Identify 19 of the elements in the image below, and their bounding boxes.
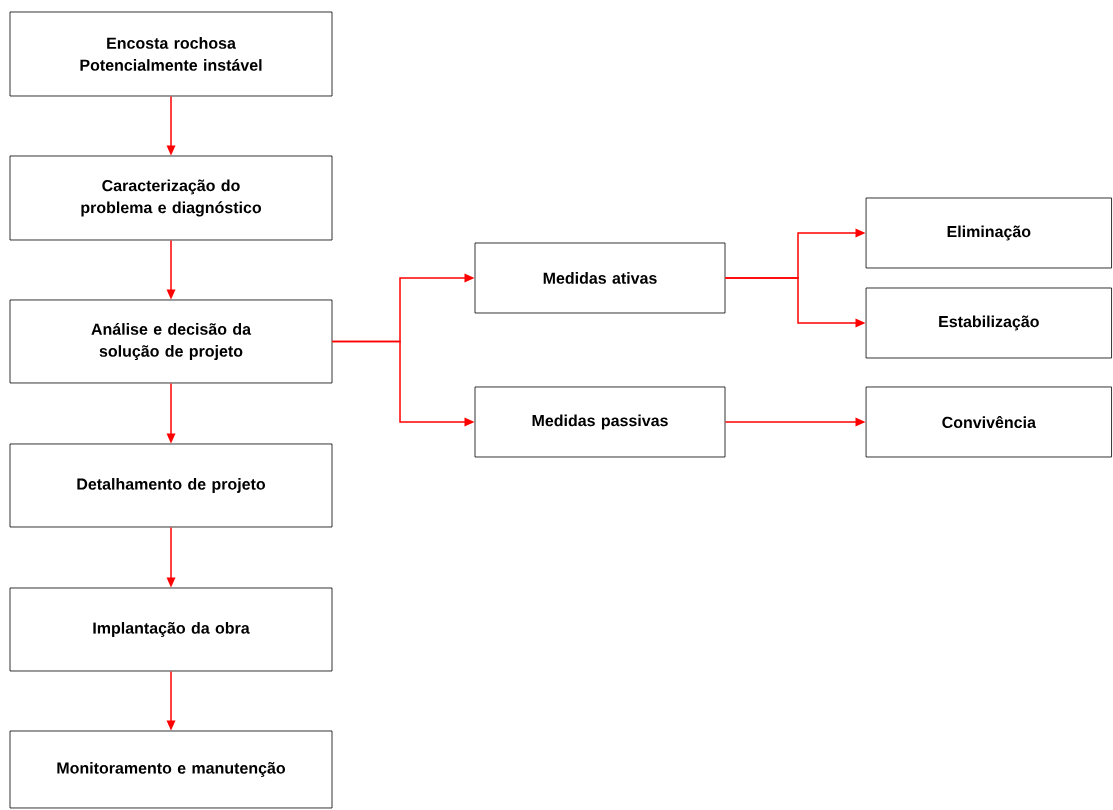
process-box: Caracterização do problema e diagnóstico xyxy=(9,155,333,241)
process-box: Eliminação xyxy=(865,197,1112,269)
arrow xyxy=(166,382,176,444)
arrow xyxy=(166,95,176,156)
arrow xyxy=(724,277,866,328)
process-box: Estabilização xyxy=(865,287,1112,359)
process-box: Convivência xyxy=(865,386,1112,458)
arrow xyxy=(331,340,475,427)
process-box: Monitoramento e manutenção xyxy=(9,730,333,809)
process-box: Medidas passivas xyxy=(474,386,726,458)
arrow xyxy=(166,526,176,588)
process-box: Medidas ativas xyxy=(474,242,726,314)
arrow xyxy=(724,417,866,427)
arrow xyxy=(166,239,176,300)
process-box: Análise e decisão da solução de projeto xyxy=(9,299,333,384)
arrow xyxy=(166,670,176,731)
process-box: Encosta rochosa Potencialmente instável xyxy=(9,11,333,97)
process-box: Detalhamento de projeto xyxy=(9,443,333,528)
process-box: Implantação da obra xyxy=(9,587,333,672)
